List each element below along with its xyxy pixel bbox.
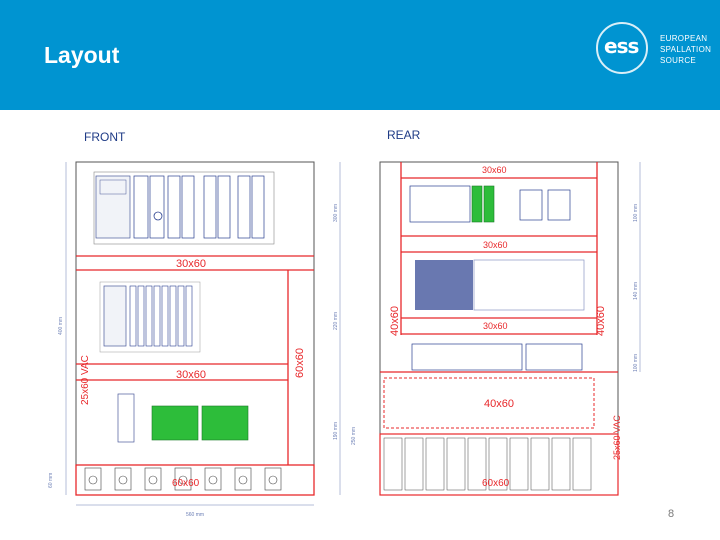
rear-zone-left: 40x60	[389, 306, 401, 336]
front-plc-rack	[93, 171, 275, 245]
front-panel: 30x60 30x60 60x60 25x60 VAC	[48, 161, 357, 518]
rear-dim-2: 140 mm	[633, 282, 639, 300]
rear-zone-row-4: 40x60	[484, 398, 514, 410]
logo-ring	[596, 22, 648, 74]
page-number: 8	[668, 508, 675, 520]
front-dim-1: 300 mm	[333, 204, 339, 222]
rear-panel: 30x60 30x60 30x60 40x60 40x60 40x60 25	[379, 161, 641, 496]
rear-zone-bottom: 60x60	[482, 478, 510, 489]
front-label: FRONT	[84, 130, 126, 144]
logo-mark: ess	[604, 34, 639, 58]
logo-line-3: SOURCE	[660, 56, 697, 65]
rear-label: REAR	[387, 128, 421, 142]
front-power-supplies	[117, 393, 249, 443]
front-zone-side: 60x60	[294, 348, 306, 378]
front-terminal-row	[84, 467, 282, 491]
rear-breaker-row	[383, 437, 592, 491]
ess-logo: ess EUROPEAN SPALLATION SOURCE	[596, 22, 714, 74]
front-dim-3: 190 mm	[333, 422, 339, 440]
front-zone-top: 30x60	[176, 258, 206, 270]
front-dim-4: 250 mm	[351, 427, 357, 445]
slide-title: Layout	[44, 42, 120, 68]
front-zone-bottom: 60x60	[172, 478, 200, 489]
front-dim-width: 560 mm	[186, 512, 204, 518]
logo-text: EUROPEAN SPALLATION SOURCE	[660, 33, 711, 66]
rear-dim-1: 100 mm	[633, 204, 639, 222]
rear-zone-top: 30x60	[482, 165, 507, 175]
rear-zone-vac: 25x60 VAC	[612, 415, 622, 460]
front-zone-middle: 30x60	[176, 369, 206, 381]
rear-terminal-row-3	[411, 343, 583, 371]
front-dim-2: 220 mm	[333, 312, 339, 330]
rear-zone-right: 40x60	[595, 306, 607, 336]
rear-zone-row-2: 30x60	[483, 240, 508, 250]
rear-dim-3: 100 mm	[633, 354, 639, 372]
front-io-rack	[99, 281, 201, 353]
front-dim-5: 60 mm	[48, 473, 54, 488]
logo-line-2: SPALLATION	[660, 45, 712, 54]
rear-terminal-row-1	[409, 185, 571, 223]
front-zone-vac: 25x60 VAC	[80, 355, 91, 405]
rear-terminal-row-2	[415, 259, 585, 311]
front-dim-height: 400 mm	[58, 317, 64, 335]
logo-line-1: EUROPEAN	[660, 34, 708, 43]
rear-zone-row-3: 30x60	[483, 321, 508, 331]
